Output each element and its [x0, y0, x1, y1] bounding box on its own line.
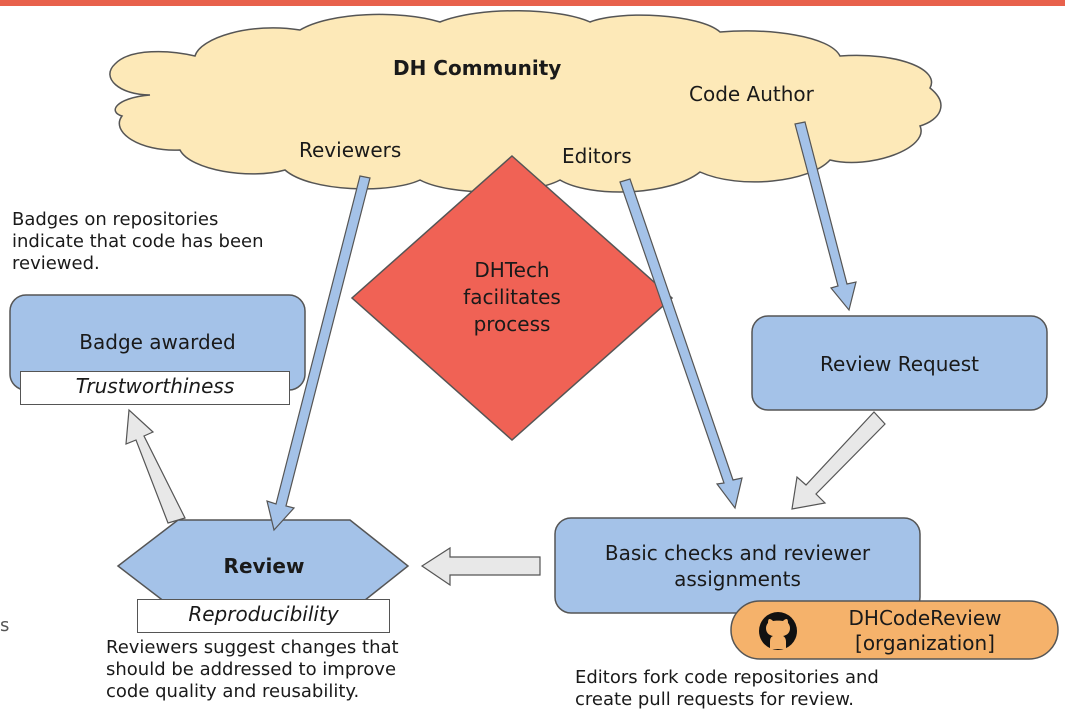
dhtech-line2: facilitates [463, 285, 561, 309]
code-author-arrow [794, 121, 857, 312]
request-to-checks-arrow [791, 411, 886, 510]
editors-label: Editors [562, 144, 632, 168]
reviewers-label: Reviewers [299, 138, 402, 162]
badges-note: Badges on repositories indicate that cod… [12, 209, 264, 274]
review-to-badge-arrow [125, 408, 186, 524]
github-org-line2: [organization] [855, 631, 995, 655]
dhtech-line3: process [473, 312, 551, 336]
accent-bar [0, 0, 1065, 6]
trustworthiness-tag: Trustworthiness [20, 371, 290, 405]
checks-line2: assignments [674, 567, 801, 591]
community-cloud [109, 10, 942, 193]
editors-arrow [619, 178, 743, 510]
reviewers-note: Reviewers suggest changes that should be… [106, 637, 399, 702]
github-org-line1: DHCodeReview [848, 606, 1002, 630]
code-author-label: Code Author [689, 82, 814, 106]
cropped-fragment: s [0, 615, 10, 636]
github-pill [730, 600, 1059, 660]
reviewers-arrow [266, 175, 371, 532]
review-label: Review [223, 554, 305, 578]
editors-note: Editors fork code repositories and creat… [575, 667, 879, 710]
community-title: DH Community [393, 56, 562, 80]
reproducibility-tag: Reproducibility [137, 599, 390, 633]
basic-checks-box [554, 517, 921, 614]
checks-to-review-arrow [420, 546, 541, 587]
dhtech-diamond [350, 154, 674, 442]
dhtech-line1: DHTech [474, 258, 550, 282]
checks-line1: Basic checks and reviewer [604, 541, 871, 565]
review-request-box [751, 315, 1048, 411]
badge-title: Badge awarded [79, 330, 236, 354]
review-request-label: Review Request [820, 352, 979, 376]
github-icon [759, 612, 797, 650]
